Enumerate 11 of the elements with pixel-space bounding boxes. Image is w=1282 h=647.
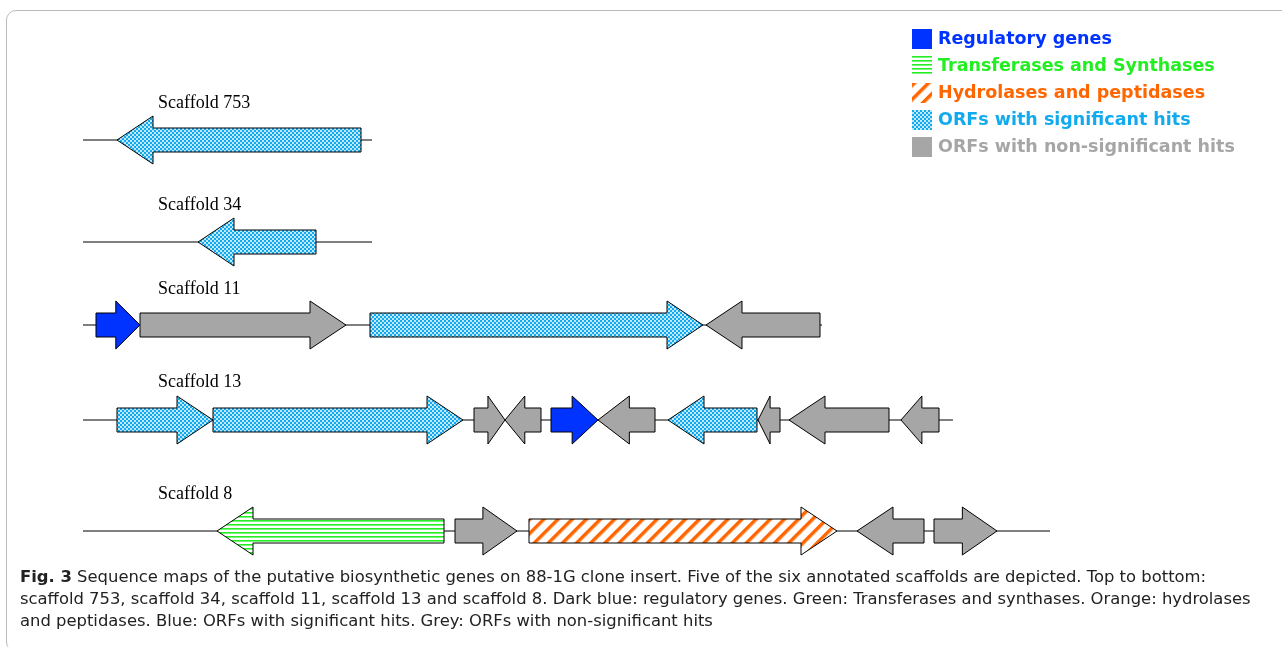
scaffold-label: Scaffold 11 bbox=[158, 278, 241, 299]
legend-label: ORFs with significant hits bbox=[938, 109, 1191, 129]
legend-label: Transferases and Synthases bbox=[938, 55, 1215, 75]
scaffold-label: Scaffold 13 bbox=[158, 371, 242, 392]
legend-label: ORFs with non-significant hits bbox=[938, 136, 1235, 156]
scaffold-label: Scaffold 34 bbox=[158, 194, 242, 215]
legend-label: Regulatory genes bbox=[938, 28, 1112, 48]
figure-caption: Fig. 3 Sequence maps of the putative biosynthetic genes on 88-1G clone insert. Five of the six annotated scaffolds are depicted. Top to bottom: scaffold 753, scaffold 34, scaffold 11, scaffold 13 and scaffold 8. Dark blue: regulatory genes. Green: Transferases and synthases. Orange: hydrolases and peptidases. Blue: ORFs with significant hits. Grey: ORFs with non-significant hits bbox=[20, 566, 1252, 632]
legend-label: Hydrolases and peptidases bbox=[938, 82, 1206, 102]
scaffold-label: Scaffold 753 bbox=[158, 92, 251, 113]
scaffold-label: Scaffold 8 bbox=[158, 483, 233, 504]
